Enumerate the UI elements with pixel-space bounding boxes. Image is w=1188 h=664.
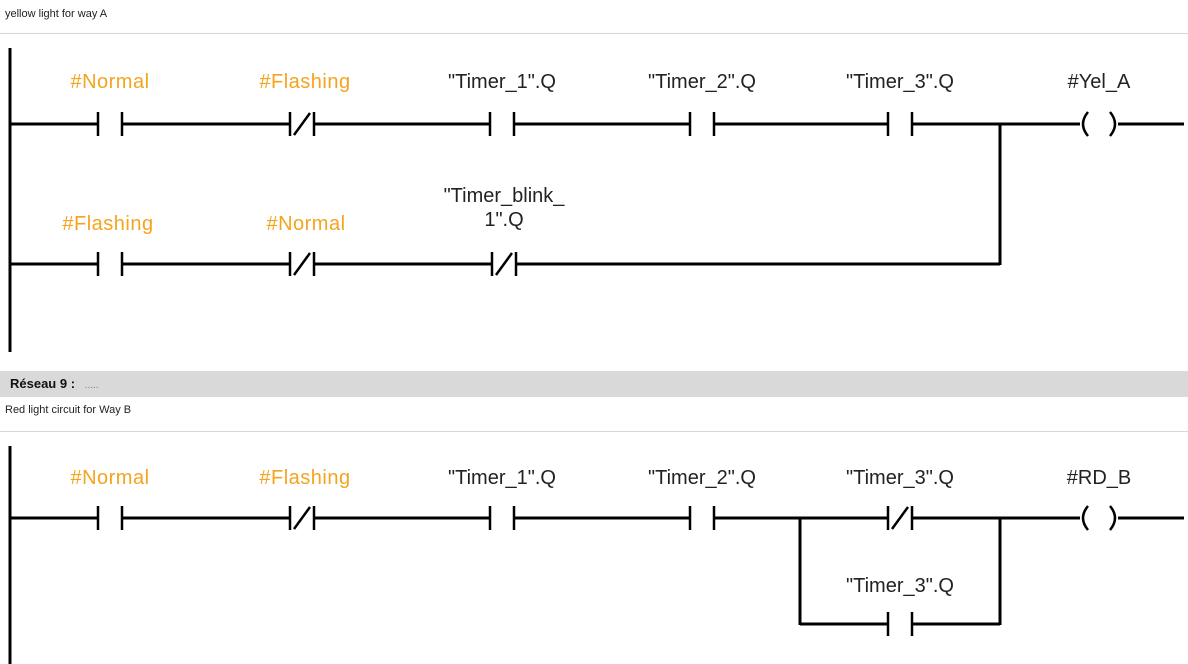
normally-closed-contact-icon[interactable] — [288, 252, 316, 276]
network-8-ladder-diagram — [8, 48, 1184, 352]
normally-open-contact-icon[interactable] — [688, 112, 716, 136]
coil-label-yel-a[interactable]: #Yel_A — [1067, 71, 1131, 93]
contact-label-timer-1[interactable]: "Timer_1".Q — [448, 71, 556, 93]
contact-label-timer-2[interactable]: "Timer_2".Q — [648, 467, 756, 489]
normally-closed-contact-icon[interactable] — [886, 506, 914, 530]
output-coil-icon[interactable] — [1081, 111, 1117, 137]
network-9-title: Réseau 9 : — [10, 376, 76, 391]
normally-open-contact-icon[interactable] — [96, 506, 124, 530]
network-9-rung: #Normal #Flashing "Timer_1".Q "Timer_2".… — [0, 434, 1188, 664]
normally-closed-contact-icon[interactable] — [288, 506, 316, 530]
contact-label-flashing[interactable]: #Flashing — [259, 71, 351, 93]
contact-label-flashing[interactable]: #Flashing — [259, 467, 351, 489]
normally-open-contact-icon[interactable] — [688, 506, 716, 530]
network-8-comment-text: yellow light for way A — [5, 8, 108, 20]
network-9-title-placeholder[interactable]: ..... — [84, 380, 99, 391]
contact-label-timer-3-branch[interactable]: "Timer_3".Q — [846, 575, 954, 597]
normally-open-contact-icon[interactable] — [886, 612, 914, 636]
output-coil-icon[interactable] — [1081, 505, 1117, 531]
contact-label-timer-2[interactable]: "Timer_2".Q — [648, 71, 756, 93]
normally-open-contact-icon[interactable] — [488, 506, 516, 530]
normally-open-contact-icon[interactable] — [886, 112, 914, 136]
contact-label-normal[interactable]: #Normal — [70, 467, 150, 489]
network-8-rung: #Normal #Flashing "Timer_1".Q "Timer_2".… — [0, 36, 1188, 356]
network-9-ladder-diagram — [8, 446, 1184, 664]
normally-closed-contact-icon[interactable] — [288, 112, 316, 136]
contact-label-timer-blink-line1[interactable]: "Timer_blink_ — [443, 185, 565, 207]
normally-open-contact-icon[interactable] — [96, 112, 124, 136]
normally-open-contact-icon[interactable] — [96, 252, 124, 276]
contact-label-timer-3[interactable]: "Timer_3".Q — [846, 467, 954, 489]
contact-label-timer-1[interactable]: "Timer_1".Q — [448, 467, 556, 489]
normally-closed-contact-icon[interactable] — [490, 252, 518, 276]
contact-label-normal[interactable]: #Normal — [70, 71, 150, 93]
contact-label-normal-2[interactable]: #Normal — [266, 213, 346, 235]
contact-label-timer-blink-line2[interactable]: 1".Q — [484, 209, 524, 231]
network-9-comment-text: Red light circuit for Way B — [5, 404, 132, 416]
network-8-comment[interactable]: yellow light for way A — [0, 8, 1188, 34]
contact-label-timer-3[interactable]: "Timer_3".Q — [846, 71, 954, 93]
normally-open-contact-icon[interactable] — [488, 112, 516, 136]
contact-label-flashing-2[interactable]: #Flashing — [62, 213, 154, 235]
network-9-comment[interactable]: Red light circuit for Way B — [0, 404, 1188, 432]
network-9-header[interactable]: Réseau 9 : ..... — [0, 371, 1188, 397]
coil-label-rd-b[interactable]: #RD_B — [1066, 467, 1132, 489]
